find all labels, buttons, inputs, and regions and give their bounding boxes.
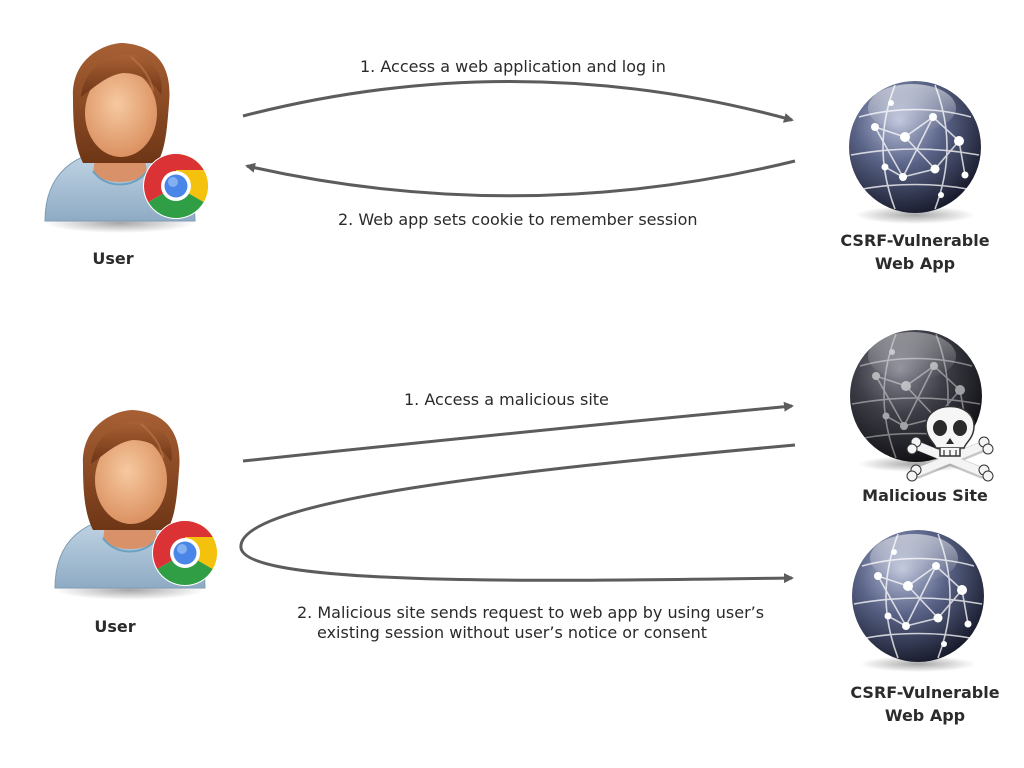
bottom-webapp-node: [852, 530, 984, 672]
chrome-icon: [152, 520, 218, 586]
top-webapp-node: [849, 81, 981, 224]
bottom-user-node: [54, 409, 218, 601]
bottom-step2-label: 2. Malicious site sends request to web a…: [297, 603, 764, 643]
top-step1-label: 1. Access a web application and log in: [360, 57, 666, 76]
skull-crossbones-icon: [906, 405, 994, 482]
top-user-node: [44, 42, 209, 234]
bottom-step1-label: 1. Access a malicious site: [404, 390, 609, 409]
top-webapp-label-line1: CSRF-Vulnerable: [840, 231, 990, 250]
top-user-label: User: [92, 249, 134, 268]
malicious-site-label: Malicious Site: [862, 486, 988, 505]
top-webapp-label: CSRF-Vulnerable Web App: [830, 229, 1000, 275]
arrow-visit-malicious: [242, 401, 794, 463]
arrow-forged-request: [239, 443, 796, 584]
bottom-step2-line2: existing session without user’s notice o…: [317, 623, 708, 642]
bottom-step2-line1: 2. Malicious site sends request to web a…: [297, 603, 765, 622]
bottom-user-label: User: [94, 617, 136, 636]
arrow-login: [242, 80, 794, 123]
bottom-webapp-label-line1: CSRF-Vulnerable: [850, 683, 1000, 702]
arrow-cookie: [245, 159, 796, 198]
chrome-icon: [143, 153, 209, 219]
bottom-webapp-label-line2: Web App: [884, 706, 966, 725]
top-webapp-label-line2: Web App: [874, 254, 956, 273]
bottom-webapp-label: CSRF-Vulnerable Web App: [838, 681, 1012, 727]
top-step2-label: 2. Web app sets cookie to remember sessi…: [338, 210, 698, 229]
malicious-site-node: [850, 330, 994, 482]
